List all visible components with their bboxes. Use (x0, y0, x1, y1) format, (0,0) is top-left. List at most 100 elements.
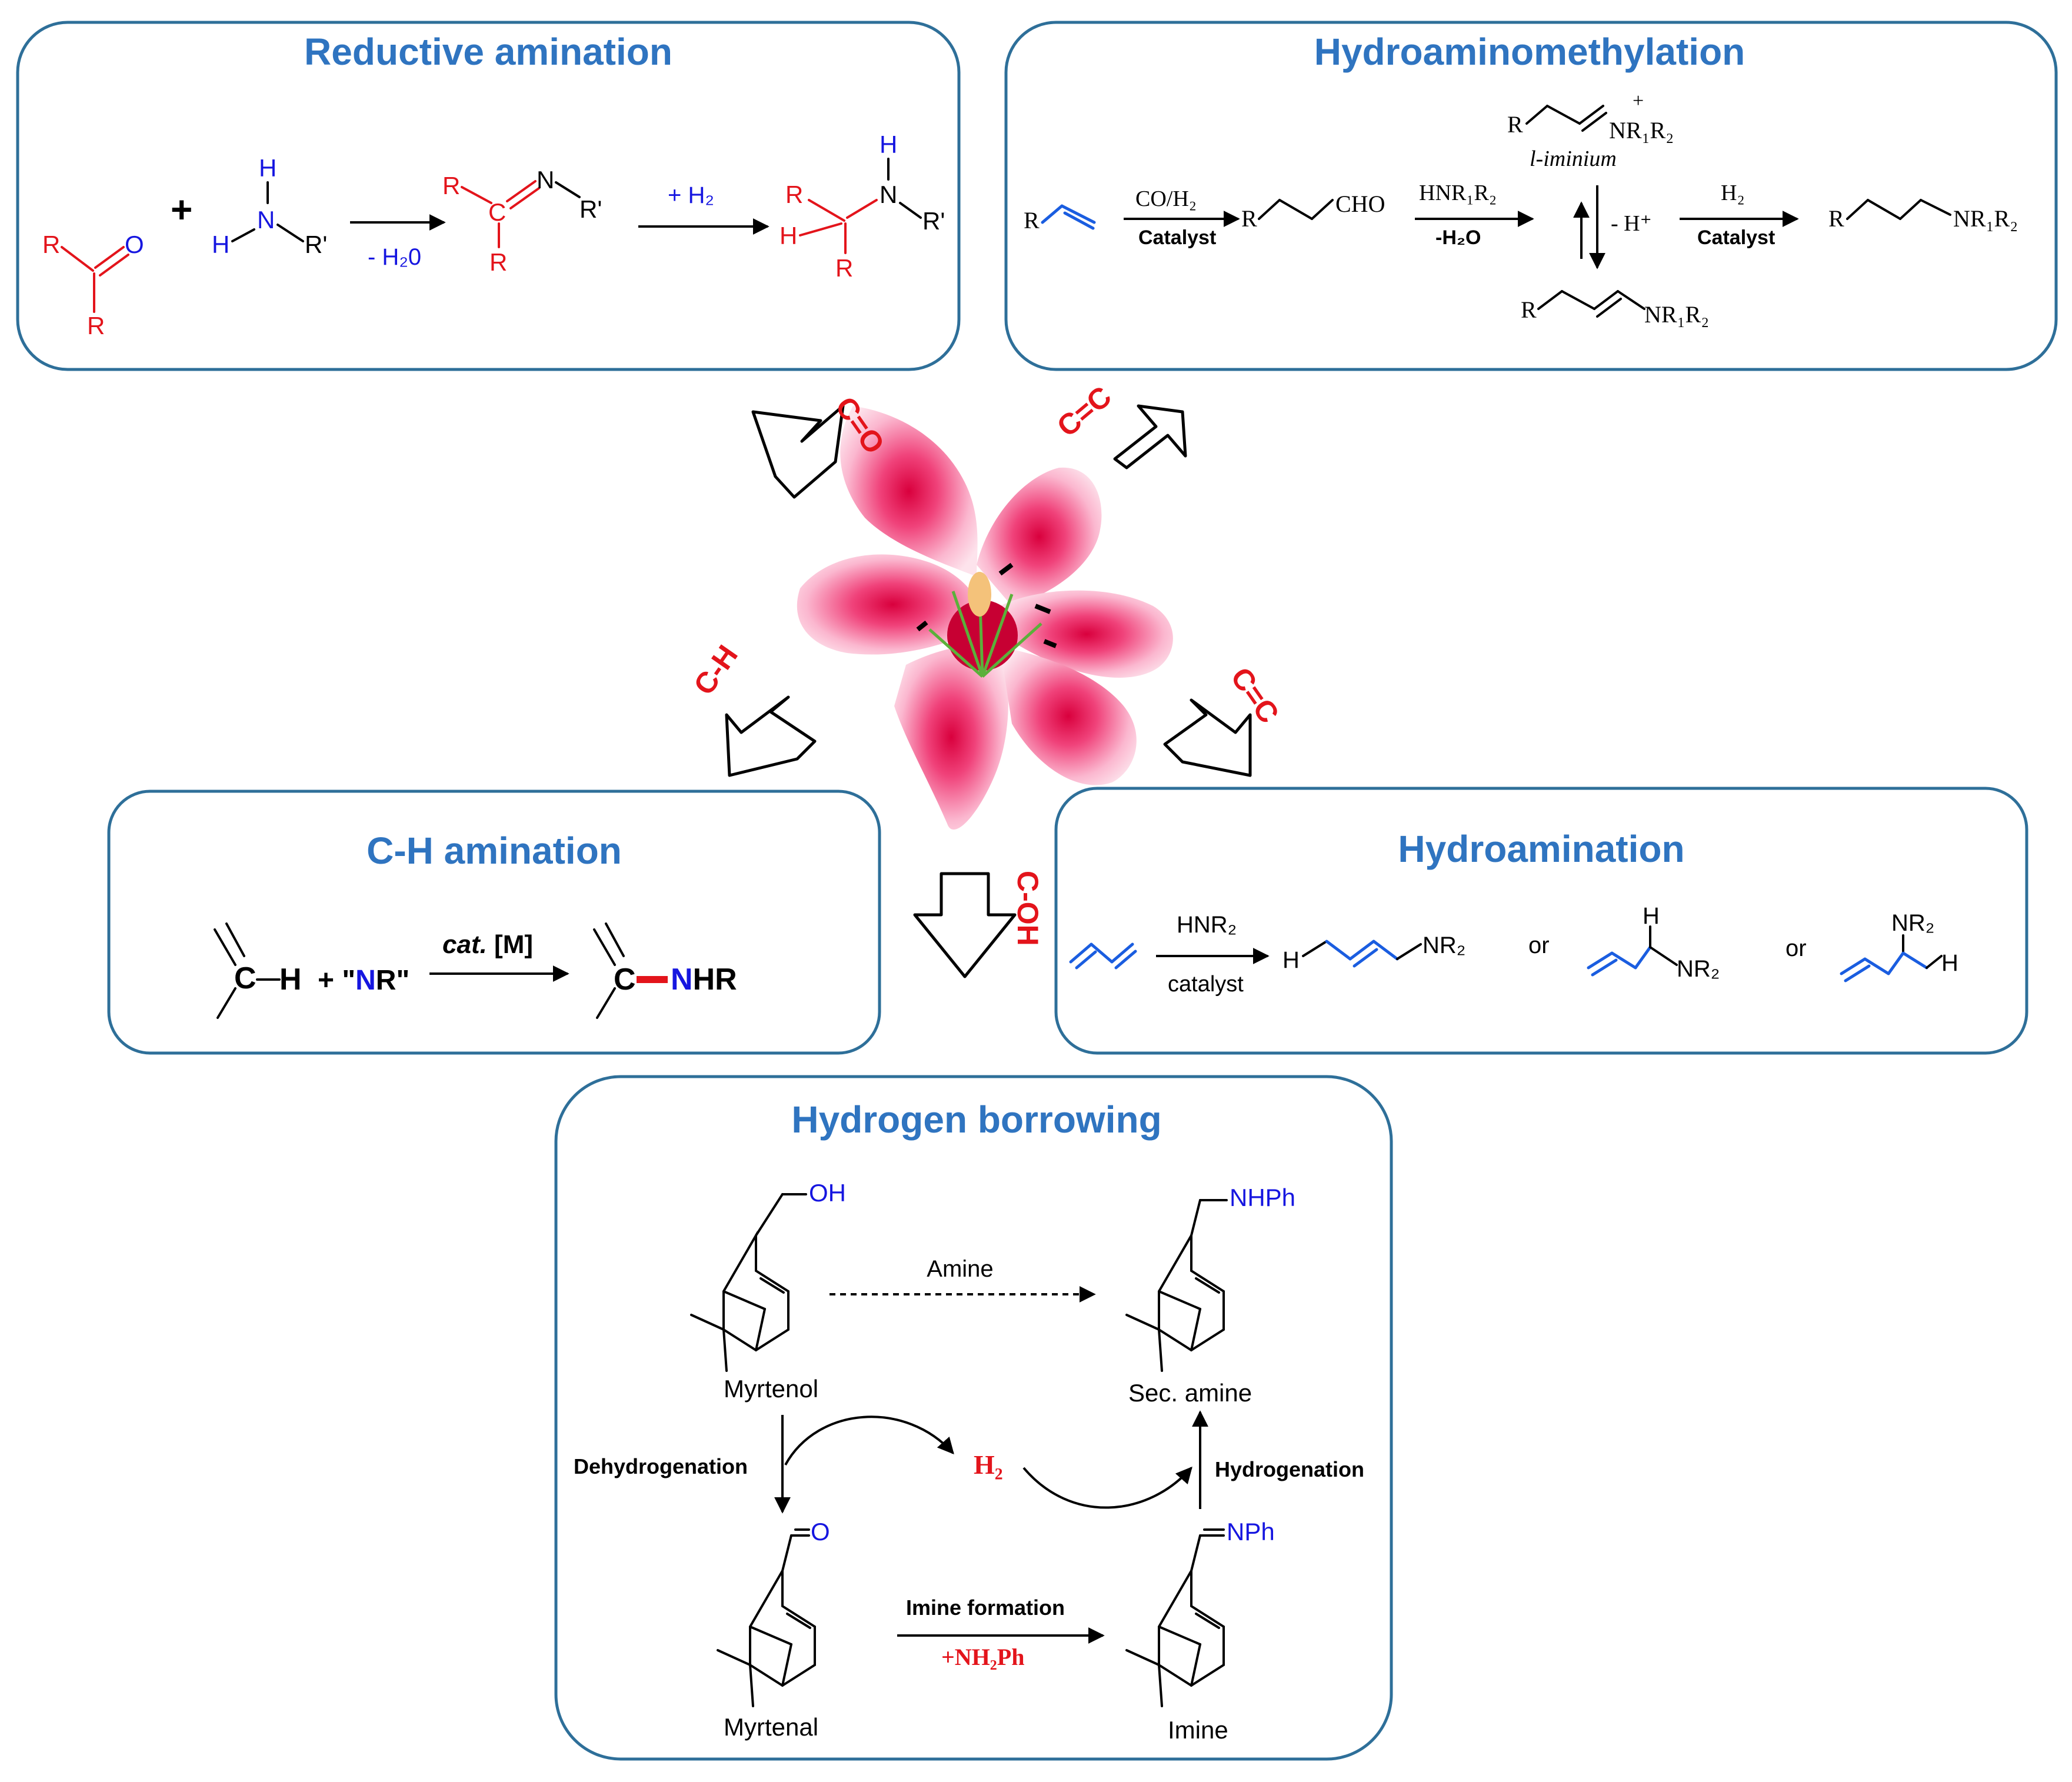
panel-hydroaminomethylation: Hydroaminomethylation R CO/H₂ Catalyst R… (1004, 21, 2058, 371)
enamine-group: NR₁R₂ (1644, 301, 1709, 328)
or-label-2: or (1785, 935, 1807, 961)
panel-title: Hydroamination (1398, 828, 1684, 870)
oh-label: OH (809, 1179, 846, 1207)
minus-h-label: - H⁺ (1611, 211, 1652, 236)
amine-product-structure: H N R' R H R (780, 131, 945, 282)
panel-reductive-amination: Reductive amination R O R + H N H R' - H… (16, 21, 961, 371)
svg-text:H: H (1643, 903, 1660, 929)
svg-text:R: R (1521, 297, 1537, 323)
catalyst-label-2: Catalyst (1697, 227, 1775, 249)
panel-title: C-H amination (367, 830, 622, 872)
svg-text:C: C (488, 198, 506, 226)
svg-text:C: C (614, 962, 636, 997)
h2-label: H₂ (974, 1450, 1003, 1480)
svg-text:R: R (489, 248, 507, 276)
ch-product-structure: C NHR (593, 922, 737, 1019)
svg-text:C: C (234, 961, 256, 995)
arrow-to-hydroaminomethylation (1113, 404, 1187, 469)
hollow-arrow (913, 872, 1017, 978)
svg-text:R: R (1828, 205, 1844, 232)
tertiary-amine-structure: R NR₁R₂ (1828, 199, 2018, 232)
myrtenal-structure: O (717, 1518, 830, 1707)
amine-reagent-label: HNR₁R₂ (1419, 181, 1497, 205)
svg-text:R: R (1024, 207, 1040, 234)
reagent-label: HNR₂ (1177, 912, 1237, 938)
svg-text:R: R (1507, 111, 1523, 138)
panel-title: Hydrogen borrowing (791, 1098, 1161, 1141)
sec-amine-structure: NHPh (1125, 1184, 1295, 1372)
svg-text:R': R' (305, 231, 327, 258)
bond-label-coh: C-OH (1011, 871, 1044, 946)
hydrogenation-label: Hydrogenation (1215, 1457, 1364, 1481)
product-group: NR₁R₂ (1953, 205, 2018, 232)
svg-text:H: H (780, 222, 797, 249)
minus-water-label: -H₂O (1435, 227, 1481, 249)
enamine-structure: R NR₁R₂ (1521, 290, 1709, 328)
myrtenal-label: Myrtenal (724, 1713, 818, 1741)
o-label: O (811, 1518, 830, 1545)
myrtenol-structure: OH (690, 1179, 846, 1372)
amine-label: Amine (927, 1256, 993, 1282)
svg-text:R': R' (579, 195, 602, 223)
catalyst-label: cat. [M] (442, 930, 533, 959)
panel-frame (107, 790, 881, 1055)
bond-label-ch: C-H (687, 639, 744, 701)
svg-text:NHR: NHR (671, 962, 737, 997)
svg-text:N: N (257, 206, 275, 234)
svg-text:H: H (880, 131, 897, 158)
svg-text:H: H (212, 231, 229, 258)
panel-frame (16, 21, 961, 371)
panel-frame (1054, 787, 2028, 1055)
cho-label: CHO (1335, 191, 1385, 217)
branched-product-structure-2: NR₂ H (1840, 910, 1958, 982)
hollow-arrow (751, 404, 845, 499)
panel-title: Hydroaminomethylation (1314, 31, 1745, 73)
imine-structure: NPh (1125, 1518, 1275, 1707)
svg-text:R: R (87, 312, 105, 339)
iminium-label: l-iminium (1530, 146, 1617, 171)
h2-label: H₂ (1721, 181, 1745, 205)
sec-amine-label: Sec. amine (1128, 1379, 1252, 1407)
catalyst-label-1: Catalyst (1138, 227, 1216, 249)
primary-amine-structure: H N H R' (212, 154, 327, 258)
nh2ph-label: +NH₂Ph (941, 1644, 1024, 1670)
svg-text:+ "NR": + "NR" (318, 965, 409, 996)
dehydrogenation-label: Dehydrogenation (574, 1454, 748, 1478)
svg-text:N: N (880, 181, 897, 208)
aldehyde-structure: R CHO (1241, 191, 1385, 232)
imine-structure: R C N R' R (442, 166, 602, 276)
curved-arrow-h2-transfer (1022, 1466, 1192, 1509)
branched-product-structure-1: H NR₂ (1587, 903, 1720, 982)
curved-arrow-h2-release (784, 1415, 954, 1465)
or-label-1: or (1528, 932, 1550, 958)
butadiene-structure (1069, 942, 1137, 970)
svg-text:N: N (537, 166, 554, 194)
nhph-label: NHPh (1230, 1184, 1295, 1211)
group-label: NR₂ (1423, 932, 1465, 958)
linear-product-structure: H NR₂ (1282, 932, 1465, 973)
iminium-structure: R + NR₁R₂ l-iminium (1507, 90, 1674, 171)
bond-label-cc-top: C=C (1051, 379, 1118, 443)
panel-hydrogen-borrowing: Hydrogen borrowing OH Myrtenol Amine (554, 1075, 1393, 1761)
plus-sign: + (171, 188, 192, 231)
svg-text:R: R (1241, 205, 1257, 232)
ch-substrate-structure: C H (214, 922, 302, 1019)
imine-formation-label: Imine formation (906, 1596, 1065, 1620)
panel-frame (554, 1075, 1393, 1761)
arrow-to-ch-amination (725, 695, 817, 777)
svg-text:R: R (785, 181, 803, 208)
svg-text:H: H (1282, 947, 1300, 973)
imine-label: Imine (1168, 1716, 1228, 1744)
catalyst-label: catalyst (1168, 972, 1244, 997)
iminium-group: NR₁R₂ (1609, 117, 1674, 144)
panel-ch-amination: C-H amination C H + "NR" cat. [M] C NHR (107, 790, 881, 1055)
minus-water-label: - H₂0 (368, 244, 421, 270)
svg-text:H: H (259, 154, 277, 182)
panel-hydroamination: Hydroamination HNR₂ catalyst H NR₂ or (1054, 787, 2028, 1055)
bond-label-cc-right: C=C (1224, 661, 1285, 729)
panel-frame (1004, 21, 2058, 371)
svg-text:+: + (1633, 90, 1644, 112)
svg-text:R: R (442, 172, 460, 199)
hollow-arrow (1113, 404, 1187, 469)
